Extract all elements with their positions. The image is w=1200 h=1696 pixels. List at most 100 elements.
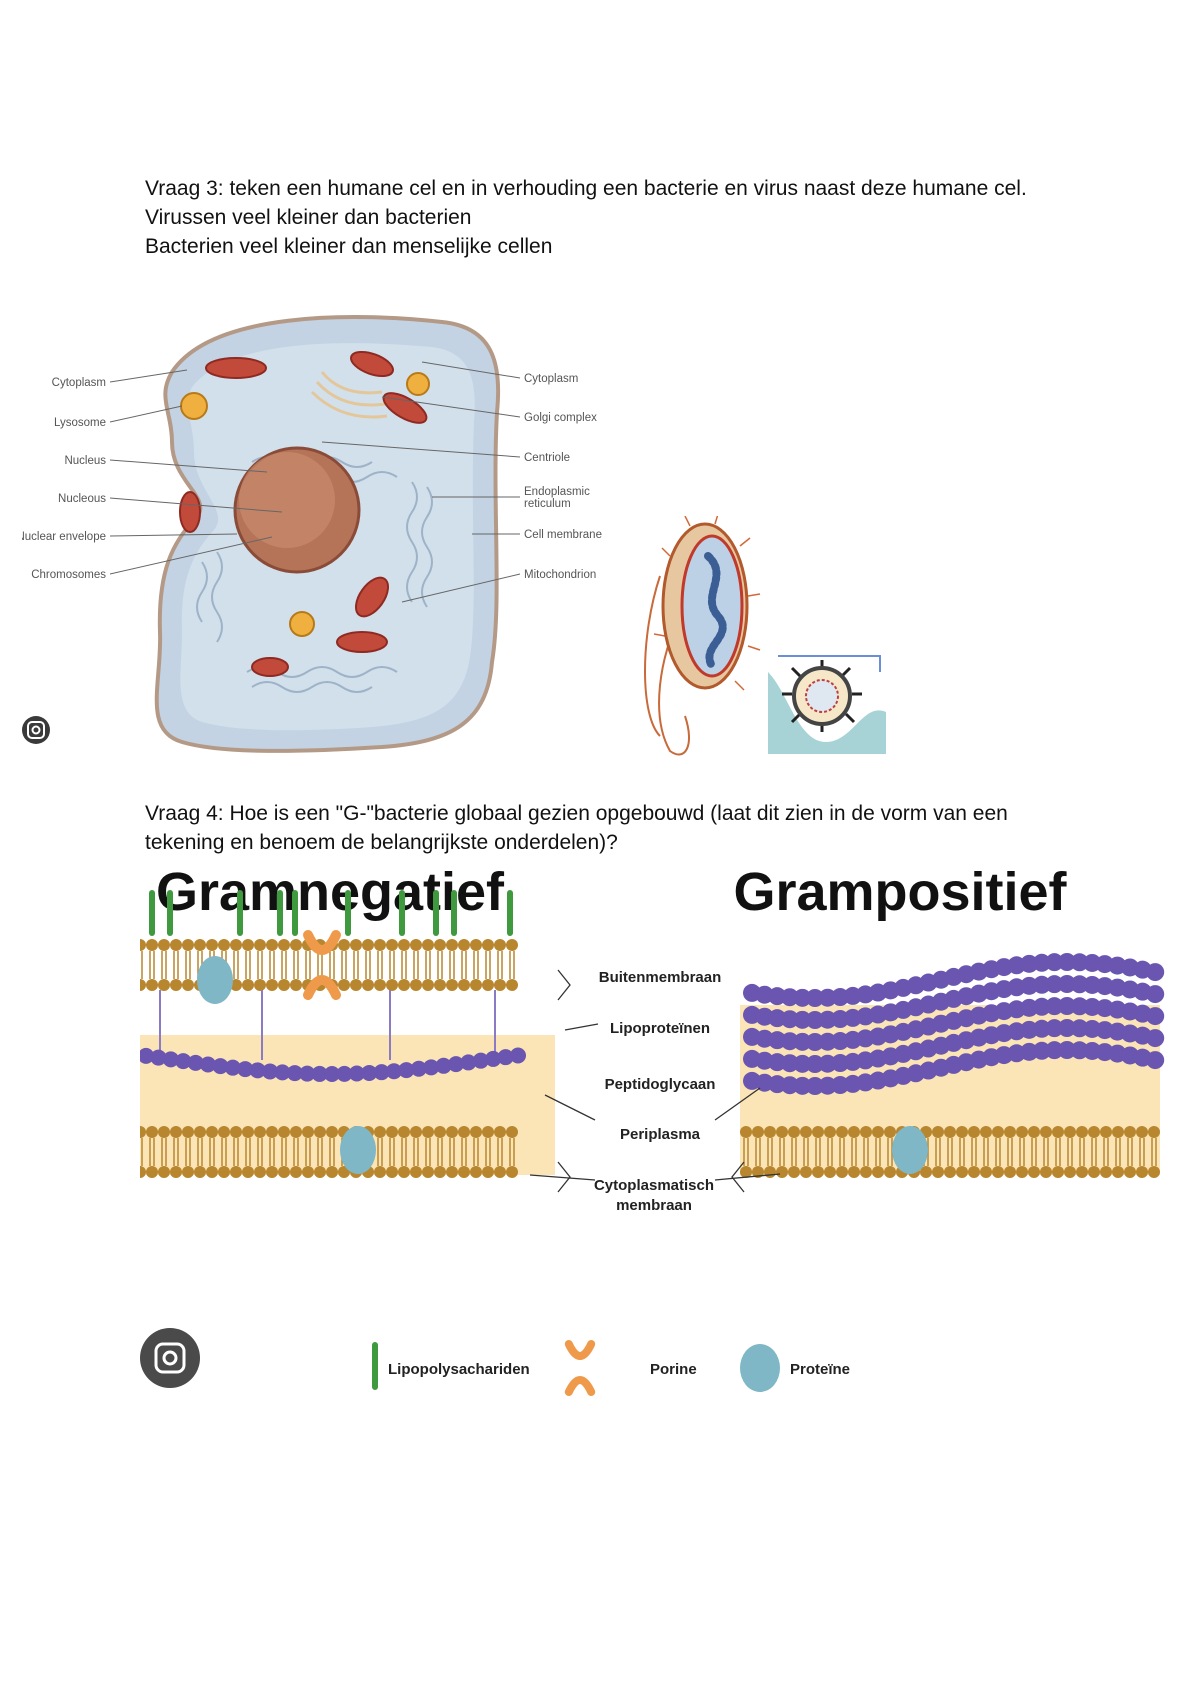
cytoplasmic-membrane-right-head (836, 1126, 848, 1138)
cytoplasmic-membrane-right-head (776, 1166, 788, 1178)
lps-chain (507, 890, 513, 936)
bacterium-pili (653, 513, 761, 691)
label-nuclear-envelope: Nuclear envelope (22, 531, 106, 543)
peptidoglycan-bead (348, 1065, 365, 1082)
cytoplasmic-membrane-left-head (326, 1166, 338, 1178)
cytoplasmic-membrane-left-head (386, 1126, 398, 1138)
lens-search-icon[interactable] (22, 716, 50, 744)
outer-membrane-head (134, 979, 146, 991)
cytoplasmic-membrane-left-head (242, 1166, 254, 1178)
peptidoglycan-bead-thick (793, 1054, 812, 1073)
cytoplasmic-membrane-right-head (920, 1166, 932, 1178)
cytoplasmic-membrane-left-head (206, 1166, 218, 1178)
cytoplasmic-membrane-left-head (242, 1126, 254, 1138)
peptidoglycan-bead (373, 1064, 390, 1081)
cytoplasmic-membrane-right-head (1004, 1126, 1016, 1138)
cytoplasmic-membrane-left-head (482, 1166, 494, 1178)
outer-membrane-head (446, 979, 458, 991)
cytoplasmic-membrane-left-head (146, 1166, 158, 1178)
label-nucleolus: Nucleous (58, 493, 106, 505)
cytoplasmic-membrane-left-head (374, 1166, 386, 1178)
porin-shape (303, 930, 341, 1000)
golgi-complex-shape (310, 371, 388, 419)
outer-membrane-head (386, 979, 398, 991)
cytoplasmic-membrane-right-head (776, 1126, 788, 1138)
outer-membrane-head (134, 939, 146, 951)
cytoplasmic-membrane-right-head (1112, 1166, 1124, 1178)
cytoplasmic-membrane-left-head (254, 1166, 266, 1178)
peptidoglycan-bead-thick (806, 1076, 824, 1095)
cytoplasmic-membrane-right-head (956, 1166, 968, 1178)
outer-membrane-head (506, 939, 518, 951)
peptidoglycan-bead (410, 1060, 427, 1077)
cytoplasmic-membrane-right-head (800, 1166, 812, 1178)
outer-membrane-head (386, 939, 398, 951)
cytoplasmic-membrane-left-head (458, 1166, 470, 1178)
outer-membrane-head (410, 939, 422, 951)
outer-membrane-head (266, 979, 278, 991)
peptidoglycan-bead (299, 1065, 316, 1082)
outer-membrane-head (350, 939, 362, 951)
outer-membrane-head (422, 939, 434, 951)
cytoplasmic-membrane-right-head (968, 1166, 980, 1178)
label-peptidoglycaan: Peptidoglycaan (605, 1076, 716, 1093)
cytoplasmic-membrane-left-head (482, 1126, 494, 1138)
lens-search-icon[interactable] (140, 1328, 200, 1388)
outer-membrane-head (494, 939, 506, 951)
cytoplasmic-membrane-right-head (1088, 1126, 1100, 1138)
lps-chain (167, 890, 173, 936)
peptidoglycan-bead (435, 1057, 452, 1074)
peptidoglycan-bead-thick (793, 1010, 812, 1029)
cytoplasmic-membrane-left-head (434, 1166, 446, 1178)
outer-membrane-head (398, 979, 410, 991)
cytoplasmic-membrane-left-head (314, 1126, 326, 1138)
outer-membrane-head (374, 939, 386, 951)
peptidoglycan-bead-thick (806, 1054, 824, 1073)
protein-cyto-right (892, 1126, 928, 1174)
question-3-line-3: Bacterien veel kleiner dan menselijke ce… (145, 235, 553, 258)
cytoplasmic-membrane-right-head (764, 1126, 776, 1138)
cytoplasmic-membrane-left-head (386, 1166, 398, 1178)
peptidoglycan-bead (237, 1061, 254, 1078)
peptidoglycan-bead-thick (1058, 1019, 1076, 1038)
cytoplasmic-membrane-right-head (1052, 1126, 1064, 1138)
protein-outer (197, 956, 233, 1004)
label-membraan: membraan (616, 1197, 692, 1214)
label-cell-membrane: Cell membrane (524, 529, 602, 541)
lps-chain (399, 890, 405, 936)
cytoplasmic-membrane-left-head (338, 1166, 350, 1178)
cytoplasmic-membrane-right-head (848, 1126, 860, 1138)
cytoplasmic-membrane-right-head (812, 1126, 824, 1138)
title-gramnegatief: Gramnegatief (156, 862, 505, 922)
outer-membrane-head (434, 979, 446, 991)
cytoplasmic-membrane-right-head (1040, 1126, 1052, 1138)
outer-membrane-head (170, 939, 182, 951)
peptidoglycan-bead-thick (806, 988, 824, 1007)
peptidoglycan-bead (386, 1063, 402, 1080)
cytoplasmic-membrane-right-head (788, 1166, 800, 1178)
outer-membrane-head (398, 939, 410, 951)
cytoplasmic-membrane-right-head (884, 1126, 896, 1138)
question-4-line-1: Vraag 4: Hoe is een "G-"bacterie globaal… (145, 802, 1008, 854)
peptidoglycan-bead (274, 1064, 291, 1081)
outer-membrane-head (278, 979, 290, 991)
cytoplasmic-membrane-right-head (956, 1126, 968, 1138)
outer-membrane-head (410, 979, 422, 991)
outer-membrane-head (506, 979, 518, 991)
legend-lps-swatch (372, 1342, 378, 1390)
question-4: Vraag 4: Hoe is een "G-"bacterie globaal… (145, 799, 1065, 857)
cytoplasmic-membrane-left-head (158, 1166, 170, 1178)
cytoplasmic-membrane-right-head (800, 1126, 812, 1138)
cytoplasmic-membrane-right-head (1064, 1126, 1076, 1138)
cytoplasmic-membrane-left-head (314, 1166, 326, 1178)
bacterium-nucleoid (704, 552, 727, 670)
outer-membrane-head (422, 979, 434, 991)
outer-membrane-head (146, 979, 158, 991)
cytoplasmic-membrane-right-head (1076, 1126, 1088, 1138)
cytoplasmic-membrane-right-head (932, 1126, 944, 1138)
peptidoglycan-bead-thick (1146, 1051, 1165, 1070)
outer-membrane-head (482, 939, 494, 951)
peptidoglycan-bead (138, 1047, 154, 1064)
cytoplasmic-membrane-right-head (740, 1126, 752, 1138)
cytoplasmic-membrane-left-head (506, 1166, 518, 1178)
